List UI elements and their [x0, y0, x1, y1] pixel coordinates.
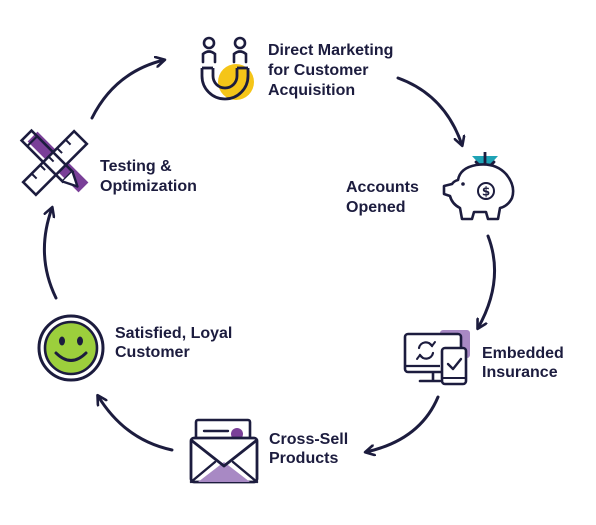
svg-text:$: $	[482, 185, 490, 199]
label-line: Opened	[346, 199, 406, 216]
label-line: Satisfied, Loyal	[115, 325, 232, 342]
label-line: Insurance	[482, 364, 558, 381]
piggy-bank-icon: $	[442, 152, 515, 221]
label-line: for Customer	[268, 62, 368, 79]
label-line: Optimization	[100, 178, 197, 195]
step-label-satisfied-customer: Satisfied, Loyal Customer	[115, 325, 237, 361]
label-line: Customer	[115, 344, 190, 361]
label-line: Direct Marketing	[268, 42, 393, 59]
label-line: Cross-Sell	[269, 431, 348, 448]
label-line: Accounts	[346, 179, 419, 196]
label-line: Products	[269, 450, 338, 467]
arrow-crosssell-to-customer	[98, 396, 174, 452]
arrow-marketing-to-accounts	[396, 76, 462, 145]
label-line: Acquisition	[268, 82, 355, 99]
arrow-accounts-to-insurance	[478, 234, 497, 328]
step-label-testing-optimization: Testing & Optimization	[100, 158, 197, 195]
arrow-insurance-to-crosssell	[366, 395, 440, 452]
arrow-testing-to-marketing	[90, 60, 164, 120]
label-line: Embedded	[482, 345, 564, 362]
arrow-customer-to-testing	[42, 208, 58, 300]
envelope-icon	[189, 418, 259, 484]
devices-sync-icon	[403, 330, 470, 386]
ruler-pencil-icon	[19, 128, 89, 197]
step-label-accounts-opened: Accounts Opened	[346, 179, 423, 216]
step-label-direct-marketing: Direct Marketing for Customer Acquisitio…	[268, 42, 398, 99]
step-label-cross-sell: Cross-Sell Products	[269, 431, 353, 467]
magnet-people-icon	[200, 36, 254, 101]
step-label-embedded-insurance: Embedded Insurance	[482, 345, 568, 381]
label-line: Testing &	[100, 158, 172, 175]
smiley-face-icon	[37, 314, 105, 382]
